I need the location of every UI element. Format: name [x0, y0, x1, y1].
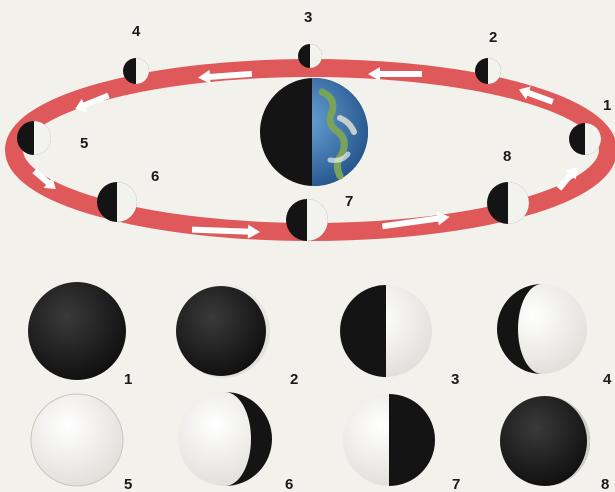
phase-2-moon-icon — [174, 284, 270, 378]
orbit-labels: 1 2 3 4 5 6 7 8 — [80, 9, 611, 210]
arrow-icon — [368, 67, 422, 81]
orbit-label-4: 4 — [132, 23, 141, 40]
arrow-icon — [381, 211, 450, 230]
arrow-icon — [75, 92, 110, 112]
orbit-label-1: 1 — [603, 97, 611, 114]
phase-6-moon-icon — [178, 392, 272, 486]
orbit-label-3: 3 — [304, 9, 312, 26]
phase-row-top — [28, 282, 587, 380]
orbit-moon-5 — [17, 121, 51, 155]
phase-label-1: 1 — [124, 371, 132, 388]
orbit-label-2: 2 — [489, 29, 497, 46]
arrow-icon — [191, 224, 260, 239]
orbit-moon-4 — [123, 58, 149, 84]
phase-4-moon-icon — [497, 284, 587, 374]
arrow-icon — [556, 167, 577, 191]
arrow-icon — [518, 86, 554, 105]
orbit-label-8: 8 — [503, 148, 511, 165]
phase-8-moon-icon — [500, 396, 590, 486]
orbit-moon-8 — [487, 182, 529, 224]
phase-label-6: 6 — [285, 476, 293, 492]
phase-label-2: 2 — [290, 371, 298, 388]
phase-5-moon-icon — [30, 393, 124, 487]
arrow-icon — [32, 168, 56, 189]
orbit-moon-6 — [97, 182, 137, 222]
phase-row-bottom — [30, 392, 590, 487]
orbit-label-5: 5 — [80, 135, 88, 152]
phase-label-3: 3 — [451, 371, 459, 388]
orbit-moon-7 — [286, 199, 328, 241]
orbit-label-6: 6 — [151, 168, 159, 185]
earth-icon — [260, 78, 368, 186]
orbit-moon-3 — [298, 44, 322, 68]
phase-label-7: 7 — [452, 476, 460, 492]
phase-1-moon-icon — [28, 282, 126, 380]
orbit-arrows — [32, 67, 577, 239]
phase-label-5: 5 — [124, 476, 132, 492]
orbit-moon-2 — [475, 58, 501, 84]
orbit-moon-1 — [569, 123, 601, 155]
phase-3-moon-icon — [340, 285, 432, 377]
phase-7-moon-icon — [343, 394, 435, 486]
phase-labels: 1 2 3 4 5 6 7 8 — [124, 371, 612, 492]
arrow-icon — [198, 69, 253, 84]
phase-label-8: 8 — [601, 476, 609, 492]
orbit-label-7: 7 — [345, 193, 353, 210]
orbit-moons — [17, 44, 601, 241]
phase-label-4: 4 — [603, 371, 612, 388]
